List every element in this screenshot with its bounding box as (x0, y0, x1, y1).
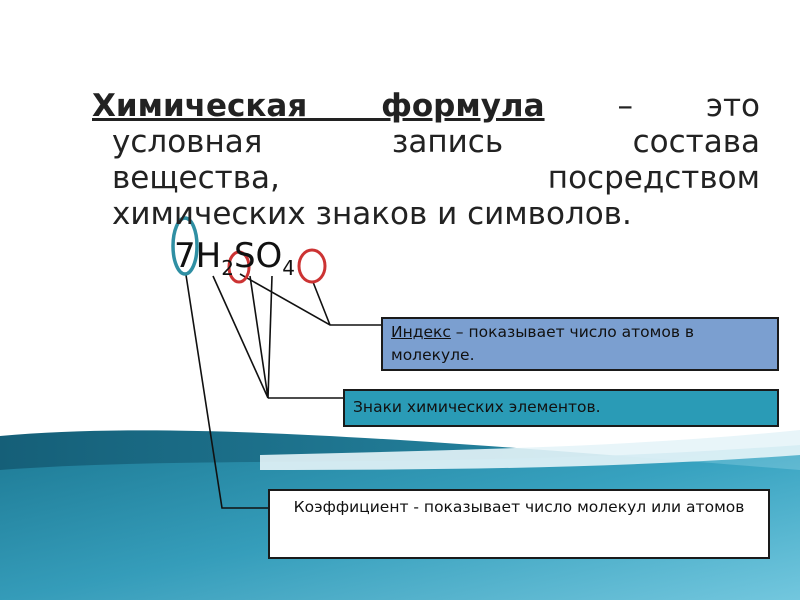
definition-line1-rest: – это (617, 88, 761, 124)
coefficient-callout-text: Коэффициент - показывает число молекул и… (293, 498, 745, 516)
index-callout: Индекс – показывает число атомов в молек… (381, 317, 779, 371)
connector-lines (185, 273, 381, 509)
index-callout-text: – показывает число атомов в молекуле. (391, 323, 695, 364)
formula-coefficient: 7 (174, 236, 196, 276)
definition-line-3: вещества, посредством (112, 160, 760, 196)
definition-line-4: химических знаков и символов. (112, 196, 632, 232)
chemical-formula: 7H2SO4 (174, 236, 295, 278)
elements-line-o (267, 275, 273, 399)
elements-callout: Знаки химических элементов. (343, 389, 779, 427)
definition-term: Химическая формула (92, 88, 545, 124)
coefficient-line (185, 274, 268, 509)
wave-highlight (260, 430, 800, 470)
elements-line-h (212, 275, 269, 399)
coefficient-callout: Коэффициент - показывает число молекул и… (268, 489, 770, 559)
index-line-o4 (312, 281, 331, 326)
index-circle-h2 (227, 250, 251, 284)
formula-index-h: 2 (221, 256, 234, 280)
elements-callout-text: Знаки химических элементов. (353, 398, 601, 416)
elements-line-s (249, 275, 269, 399)
definition-text: Химическая формула – это условная запись… (92, 88, 760, 232)
index-circle-o4 (297, 248, 327, 284)
definition-line-1: Химическая формула – это (92, 88, 760, 124)
definition-line-2: условная запись состава (112, 124, 760, 160)
formula-element-so: SO (233, 236, 283, 276)
coefficient-circle (171, 216, 199, 276)
formula-index-o: 4 (282, 256, 296, 280)
formula-element-h: H (195, 236, 222, 276)
index-callout-term: Индекс (391, 323, 451, 341)
